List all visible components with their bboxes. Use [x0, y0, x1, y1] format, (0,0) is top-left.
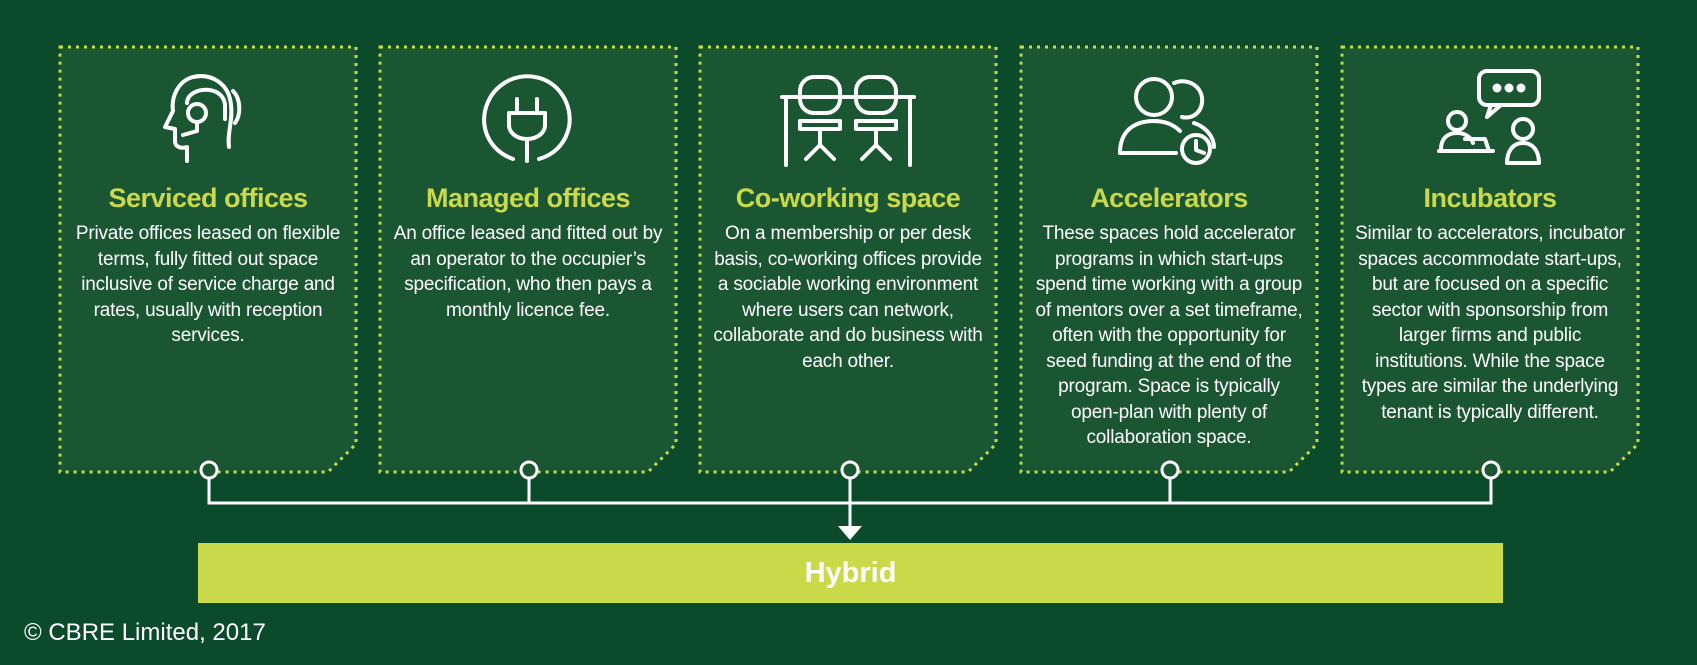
- card-managed-offices: Managed offices An office leased and fit…: [380, 47, 676, 472]
- desks-icon: [778, 69, 918, 169]
- copyright: © CBRE Limited, 2017: [24, 619, 266, 646]
- connector-node: [1160, 460, 1180, 480]
- card-border: [58, 45, 358, 474]
- card-co-working-space: Co-working space On a membership or per …: [700, 47, 996, 472]
- card-title: Serviced offices: [108, 183, 308, 213]
- card-title: Managed offices: [425, 183, 631, 213]
- connector-node: [519, 460, 539, 480]
- hybrid-label: Hybrid: [804, 556, 897, 589]
- card-description: Private offices leased on flexible terms…: [75, 223, 341, 346]
- plug-icon: [473, 69, 583, 169]
- card-description: An office leased and fitted out by an op…: [393, 223, 663, 321]
- connector-node: [1481, 460, 1501, 480]
- people-clock-icon: [1114, 69, 1224, 169]
- card-description: Similar to accelerators, incubator space…: [1355, 223, 1625, 423]
- card-title: Co-working space: [735, 183, 961, 213]
- card-title: Accelerators: [1090, 183, 1248, 213]
- connector-node: [199, 460, 219, 480]
- hybrid-bar: Hybrid: [198, 543, 1503, 603]
- card-accelerators: Accelerators These spaces hold accelerat…: [1021, 47, 1317, 472]
- arrow-head: [838, 526, 862, 540]
- card-incubators: Incubators Similar to accelerators, incu…: [1342, 47, 1638, 472]
- card-description: These spaces hold accelerator programs i…: [1035, 223, 1303, 448]
- card-serviced-offices: Serviced offices Private offices leased …: [60, 47, 356, 472]
- card-title: Incubators: [1423, 183, 1557, 213]
- card-border: [1019, 45, 1319, 474]
- card-border: [378, 45, 678, 474]
- headset-icon: [153, 69, 263, 169]
- card-description: On a membership or per desk basis, co-wo…: [713, 223, 983, 372]
- connector-node: [840, 460, 860, 480]
- card-border: [1340, 45, 1640, 474]
- card-border: [698, 45, 998, 474]
- mentor-chat-icon: [1435, 69, 1545, 169]
